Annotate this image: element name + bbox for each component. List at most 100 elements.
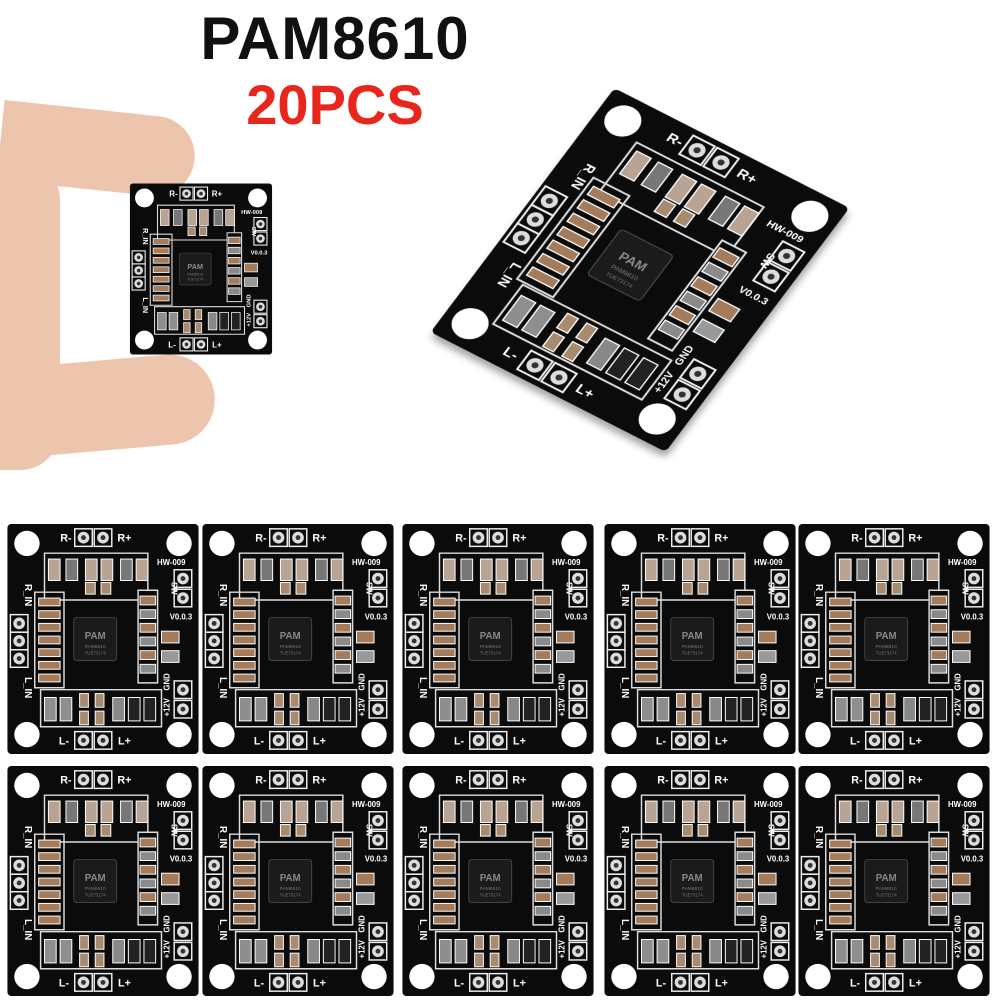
smd-component (139, 905, 157, 916)
smd-component (65, 800, 79, 823)
smd-component (489, 952, 500, 968)
mount-hole (361, 963, 387, 990)
svg-text:R_IN: R_IN (619, 826, 630, 848)
smd-component (736, 609, 754, 620)
smd-component (507, 697, 520, 722)
svg-text:R_IN: R_IN (217, 826, 228, 848)
smd-component (334, 663, 352, 674)
smd-component (228, 267, 241, 275)
smd-component (534, 609, 552, 620)
svg-text:L_IN: L_IN (22, 677, 33, 698)
svg-text:L-: L- (454, 735, 465, 747)
smd-component (474, 935, 484, 950)
smd-component (640, 161, 674, 193)
smd-component (334, 622, 352, 633)
smd-component (541, 331, 566, 353)
smd-component (433, 890, 456, 900)
smd-component (707, 297, 741, 323)
mount-hole (611, 772, 637, 799)
svg-text:HW-009: HW-009 (754, 558, 783, 567)
smd-component (501, 294, 537, 329)
amplifier-chip (670, 859, 715, 903)
mount-hole (561, 963, 587, 990)
smd-component (433, 877, 456, 887)
svg-text:L+: L+ (118, 735, 131, 747)
svg-text:L_IN: L_IN (417, 677, 428, 698)
smd-component (100, 558, 114, 581)
svg-text:L+: L+ (118, 977, 131, 989)
amplifier-chip (73, 859, 118, 903)
mount-hole (805, 721, 831, 748)
smd-component (152, 266, 170, 273)
smd-component (112, 939, 125, 964)
smd-component (538, 697, 552, 722)
smd-component (829, 610, 852, 620)
smd-component (930, 609, 948, 620)
mount-hole (135, 330, 154, 350)
smd-component (495, 800, 509, 823)
smd-component (152, 238, 170, 245)
smd-component (161, 630, 180, 644)
smd-component (139, 878, 157, 889)
svg-text:HW-009: HW-009 (241, 210, 263, 216)
smd-component (274, 693, 284, 708)
smd-component (79, 710, 89, 726)
smd-component (274, 935, 284, 950)
smd-component (94, 935, 105, 950)
smd-component (183, 309, 191, 321)
pcb: PAMPAM8610TUE73174R-R+L-L+HW-009V0.0.3SW… (202, 523, 394, 755)
smd-component (885, 935, 896, 950)
smd-component (618, 150, 653, 182)
smd-component (534, 595, 552, 606)
smd-component (168, 312, 179, 331)
smd-component (623, 356, 659, 391)
smd-component (635, 902, 658, 912)
smd-component (758, 892, 777, 905)
smd-component (44, 939, 57, 964)
smd-component (279, 581, 291, 595)
smd-component (891, 581, 903, 595)
smd-component (38, 864, 61, 874)
smd-component (100, 800, 114, 823)
smd-component (724, 697, 738, 722)
hand (0, 160, 60, 470)
smd-component (556, 892, 575, 905)
smd-component (641, 939, 654, 964)
svg-text:SW: SW (960, 824, 969, 837)
smd-component (662, 800, 676, 823)
smd-component (891, 823, 903, 837)
smd-component (489, 935, 500, 950)
smd-component (228, 277, 241, 285)
smd-component (139, 595, 157, 606)
smd-component (534, 636, 552, 647)
svg-text:L+: L+ (572, 382, 597, 403)
smd-component (829, 597, 852, 607)
smd-component (829, 660, 852, 670)
svg-text:SW: SW (766, 824, 775, 837)
mount-hole (409, 772, 435, 799)
smd-component (635, 597, 658, 607)
smd-component (870, 693, 880, 708)
mount-hole (166, 963, 192, 990)
smd-component (829, 648, 852, 658)
mount-hole (14, 530, 40, 557)
svg-text:R-: R- (657, 533, 669, 545)
smd-component (47, 800, 61, 823)
smd-component (930, 636, 948, 647)
svg-text:L_IN: L_IN (619, 919, 630, 940)
smd-component (152, 285, 170, 292)
smd-component (160, 209, 170, 226)
svg-text:R-: R- (255, 775, 267, 787)
svg-text:R+: R+ (714, 775, 728, 787)
mount-hole (805, 530, 831, 557)
smd-component (84, 823, 96, 837)
smd-component (135, 558, 149, 581)
pcb: PAMPAM8610TUE73174R-R+L-L+HW-009V0.0.3SW… (7, 523, 199, 755)
svg-text:V0.0.3: V0.0.3 (170, 613, 193, 622)
smd-component (535, 252, 571, 276)
svg-text:L+: L+ (513, 735, 526, 747)
svg-text:PAM8610: PAM8610 (480, 644, 501, 650)
smd-component (187, 209, 198, 226)
